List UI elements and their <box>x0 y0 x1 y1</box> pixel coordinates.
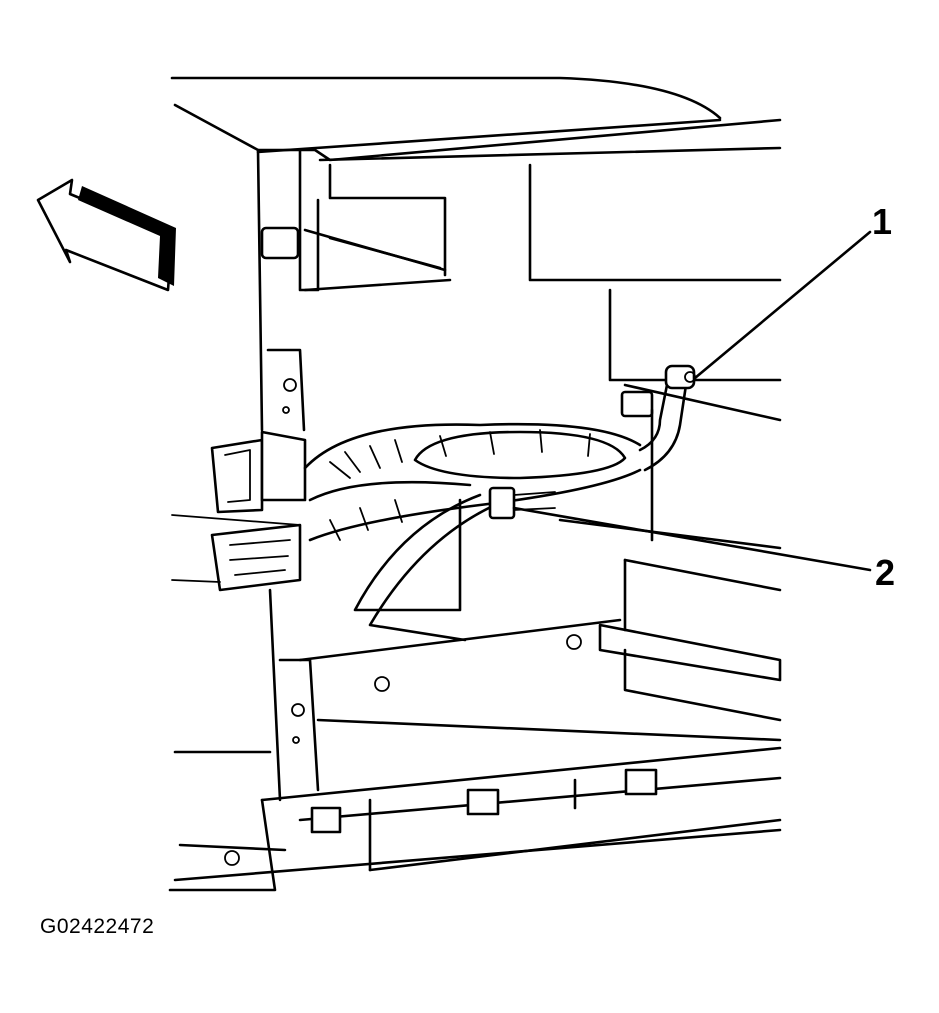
harness-connector-block <box>171 430 307 592</box>
wire-harness-end-connector <box>664 364 696 390</box>
figure-id: G02422472 <box>40 915 155 938</box>
callout-2-label: 2 <box>875 552 895 593</box>
upper-panel <box>170 76 782 382</box>
wire-harness <box>303 378 688 642</box>
arrow-forward-icon <box>36 178 176 292</box>
callout-1: 1 <box>693 201 892 380</box>
harness-retaining-clip <box>488 486 556 520</box>
callout-1-label: 1 <box>872 201 892 242</box>
callout-2: 2 <box>512 506 895 593</box>
bottom-sill <box>168 746 782 892</box>
